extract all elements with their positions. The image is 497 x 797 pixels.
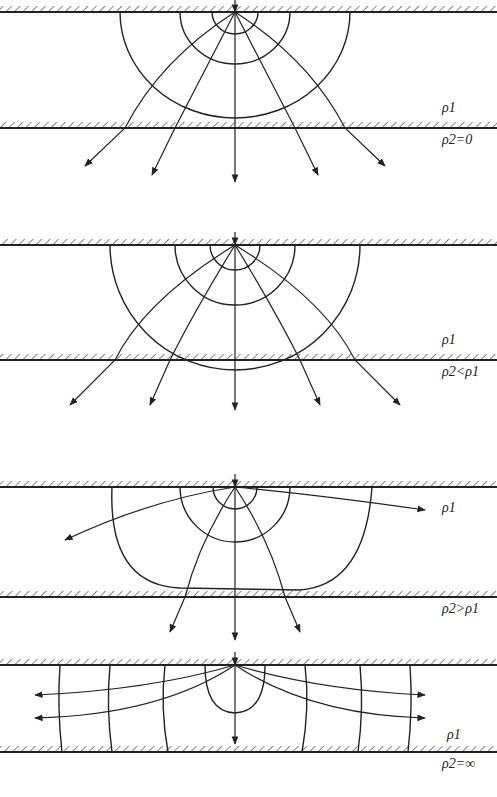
resistivity-label: ρ1 <box>440 332 458 348</box>
resistivity-label: ρ2>ρ1 <box>440 601 481 617</box>
resistivity-label: ρ2=∞ <box>440 756 477 772</box>
current-lines <box>35 0 425 744</box>
resistivity-label: ρ2<ρ1 <box>440 364 481 380</box>
layer-boundaries <box>0 6 497 752</box>
resistivity-label: ρ1 <box>440 500 458 516</box>
resistivity-label: ρ1 <box>440 100 458 116</box>
resistivity-label: ρ1 <box>445 727 463 743</box>
resistivity-label: ρ2=0 <box>440 132 474 148</box>
equipotential-lines <box>59 12 411 752</box>
